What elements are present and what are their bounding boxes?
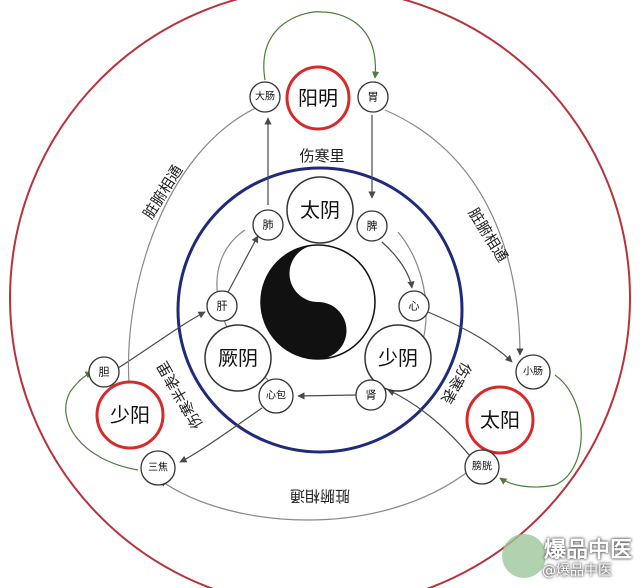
yin-node-taiyin: 太阴 bbox=[286, 176, 354, 244]
svg-text:小肠: 小肠 bbox=[523, 366, 543, 378]
organ-node-gan: 肝 bbox=[206, 290, 238, 322]
svg-text:少阴: 少阴 bbox=[378, 346, 418, 370]
organ-node-dan: 胆 bbox=[88, 356, 120, 388]
yin-node-jueyin: 厥阴 bbox=[204, 324, 272, 392]
organ-node-pangguang: 膀胱 bbox=[464, 449, 500, 485]
svg-text:三焦: 三焦 bbox=[148, 461, 168, 474]
organ-node-wei: 胃 bbox=[357, 81, 389, 113]
svg-text:大肠: 大肠 bbox=[255, 90, 275, 103]
svg-text:胆: 胆 bbox=[99, 366, 110, 379]
organ-node-xiaochang: 小肠 bbox=[515, 354, 551, 390]
svg-text:肺: 肺 bbox=[263, 219, 274, 232]
inner-ring bbox=[176, 166, 464, 454]
svg-text:少阳: 少阳 bbox=[110, 403, 150, 427]
label-shanghan-li: 伤寒里 bbox=[299, 147, 344, 165]
svg-text:脾: 脾 bbox=[367, 219, 378, 233]
watermark: 爆品中医 @爆品中医 bbox=[502, 530, 632, 582]
watermark-logo-icon bbox=[502, 534, 546, 578]
watermark-title: 爆品中医 bbox=[544, 538, 633, 563]
yang-node-taiyang: 太阳 bbox=[465, 385, 535, 455]
svg-text:太阳: 太阳 bbox=[480, 408, 520, 432]
svg-text:阳明: 阳明 bbox=[298, 86, 338, 110]
svg-text:心包: 心包 bbox=[266, 389, 286, 402]
organ-node-dachang: 大肠 bbox=[249, 81, 281, 113]
svg-text:太阴: 太阴 bbox=[300, 198, 340, 222]
organ-node-shen: 肾 bbox=[355, 379, 387, 411]
svg-text:心: 心 bbox=[409, 300, 420, 313]
organ-node-sanjiao: 三焦 bbox=[140, 450, 176, 486]
organ-node-pi: 脾 bbox=[356, 210, 388, 242]
yang-node-yangming: 阳明 bbox=[285, 65, 351, 131]
svg-text:肾: 肾 bbox=[366, 389, 377, 402]
organ-node-xinbao: 心包 bbox=[258, 378, 294, 414]
label-zangfu-right: 脏腑相通 bbox=[464, 205, 511, 265]
yin-node-shaoyin: 少阴 bbox=[364, 324, 432, 392]
svg-text:胃: 胃 bbox=[368, 91, 379, 104]
label-zangfu-left: 脏腑相通 bbox=[139, 162, 186, 222]
organ-node-fei: 肺 bbox=[252, 209, 284, 241]
yang-node-shaoyang: 少阳 bbox=[95, 380, 165, 450]
svg-text:厥阴: 厥阴 bbox=[218, 346, 258, 370]
svg-text:膀胱: 膀胱 bbox=[472, 460, 492, 473]
svg-text:肝: 肝 bbox=[217, 300, 228, 313]
outer-ring bbox=[9, 0, 631, 588]
watermark-subtitle: @爆品中医 bbox=[542, 563, 612, 579]
label-zangfu-bottom: 脏腑相通 bbox=[290, 487, 350, 505]
organ-node-xin: 心 bbox=[398, 290, 430, 322]
yin-yang-icon bbox=[260, 244, 376, 360]
